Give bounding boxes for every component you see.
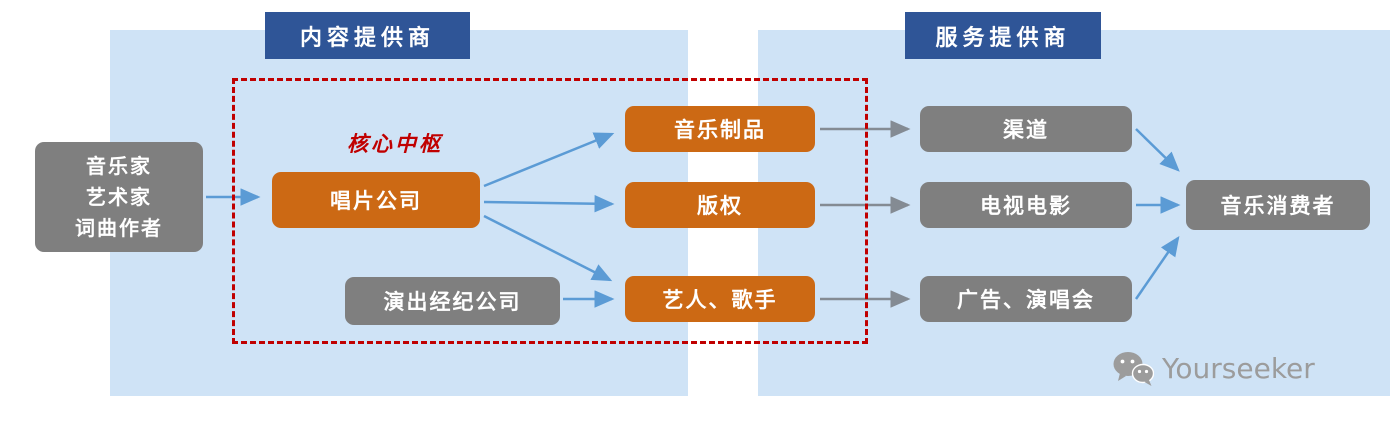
node-music-consumers: 音乐消费者 (1186, 180, 1370, 230)
watermark: Yourseeker (1112, 350, 1315, 388)
node-channels: 渠道 (920, 106, 1132, 152)
node-creators-line-1: 音乐家 (86, 153, 152, 178)
node-ads-concerts: 广告、演唱会 (920, 276, 1132, 322)
node-music-products: 音乐制品 (625, 106, 815, 152)
node-record-company: 唱片公司 (272, 172, 480, 228)
node-performance-agency: 演出经纪公司 (345, 277, 560, 325)
watermark-text: Yourseeker (1162, 352, 1315, 385)
node-creators-line-3: 词曲作者 (75, 215, 163, 240)
service-provider-header: 服务提供商 (905, 12, 1101, 59)
node-tv-film: 电视电影 (920, 182, 1132, 228)
node-creators: 音乐家 艺术家 词曲作者 (35, 142, 203, 252)
core-hub-label: 核心中枢 (347, 132, 443, 156)
wechat-icon (1113, 352, 1154, 386)
content-provider-header: 内容提供商 (265, 12, 470, 59)
node-artists-singers: 艺人、歌手 (625, 276, 815, 322)
node-copyright: 版权 (625, 182, 815, 228)
node-creators-line-2: 艺术家 (86, 184, 152, 209)
core-dashed-frame (232, 78, 868, 344)
